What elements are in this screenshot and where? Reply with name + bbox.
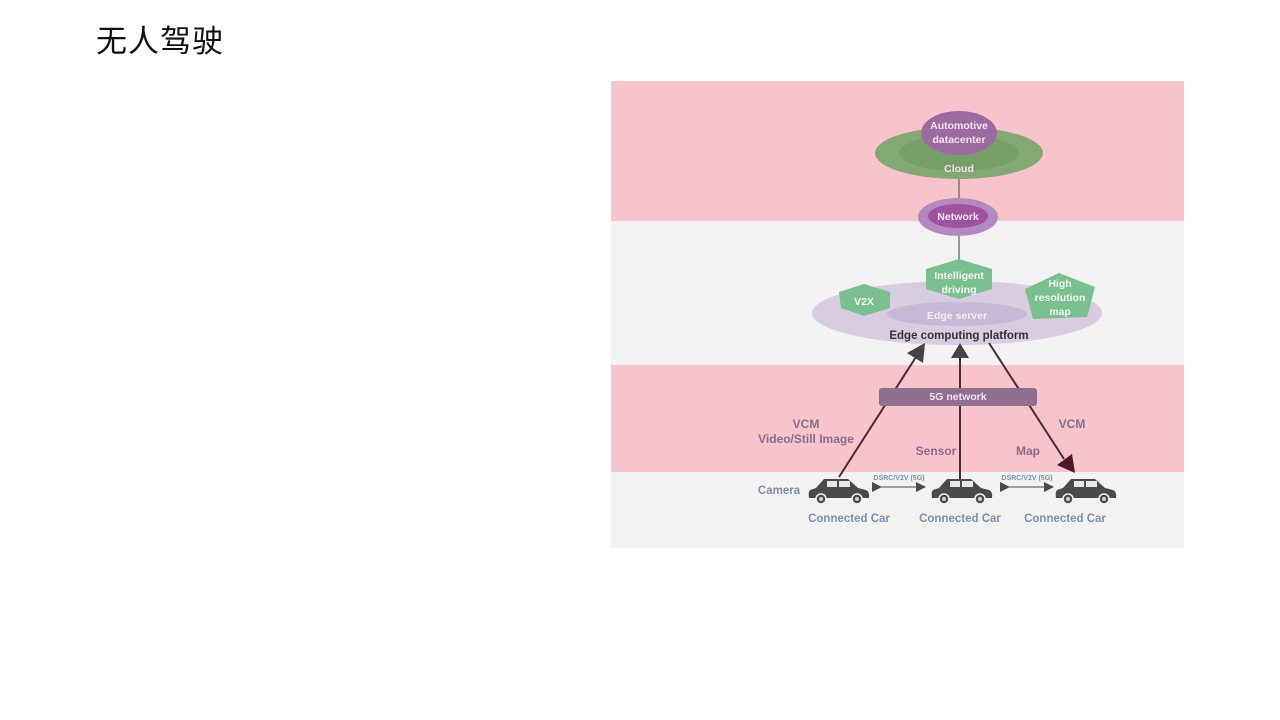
edge-server-node	[887, 302, 1027, 326]
5g-network-label: 5G network	[929, 391, 986, 403]
map-label: Map	[1016, 444, 1040, 458]
edge-computing-diagram: Automotive datacenter Cloud Network Edge…	[611, 81, 1184, 548]
car-2-label: Connected Car	[919, 513, 1001, 525]
v2x-label: V2X	[854, 296, 874, 308]
connected-car-3	[1055, 479, 1117, 505]
network-band	[611, 365, 1184, 472]
intelligent-driving-node: Intelligent driving	[926, 259, 992, 299]
car-3-label: Connected Car	[1024, 513, 1106, 525]
network-label: Network	[937, 211, 979, 223]
sensor-label: Sensor	[916, 444, 957, 458]
v2x-node: V2X	[839, 284, 890, 316]
video-still-label: Video/Still Image	[758, 432, 854, 446]
network-node: Network	[918, 198, 998, 236]
camera-uplink-arrow	[838, 343, 925, 478]
datacenter-label-1: Automotive	[930, 120, 988, 132]
edge-platform-label: Edge computing platform	[889, 330, 1028, 342]
highres-label-1: High	[1048, 278, 1071, 290]
5g-network-bar: 5G network	[879, 388, 1037, 406]
intelligent-label-1: Intelligent	[934, 270, 984, 282]
dsrc-left-label: DSRC/V2V (5G)	[874, 475, 925, 482]
cloud-node: Automotive datacenter Cloud	[875, 111, 1043, 179]
connected-car-2	[931, 479, 993, 505]
vcm-right-label: VCM	[1059, 417, 1086, 431]
intelligent-label-2: driving	[941, 284, 976, 296]
vcm-left-label: VCM	[793, 417, 820, 431]
connected-car-1	[808, 479, 870, 505]
slide-title: 无人驾驶	[96, 24, 224, 60]
datacenter-node	[921, 111, 997, 155]
dsrc-right-label: DSRC/V2V (5G)	[1002, 475, 1053, 482]
camera-label: Camera	[758, 485, 801, 497]
cloud-label: Cloud	[944, 163, 974, 175]
car-1-label: Connected Car	[808, 513, 890, 525]
highres-label-3: map	[1049, 306, 1071, 318]
high-resolution-map-node: High resolution map	[1025, 273, 1095, 319]
edge-server-label: Edge server	[927, 310, 987, 322]
sensor-uplink-arrow	[951, 343, 969, 479]
datacenter-label-2: datacenter	[932, 134, 985, 146]
highres-label-2: resolution	[1035, 292, 1086, 304]
